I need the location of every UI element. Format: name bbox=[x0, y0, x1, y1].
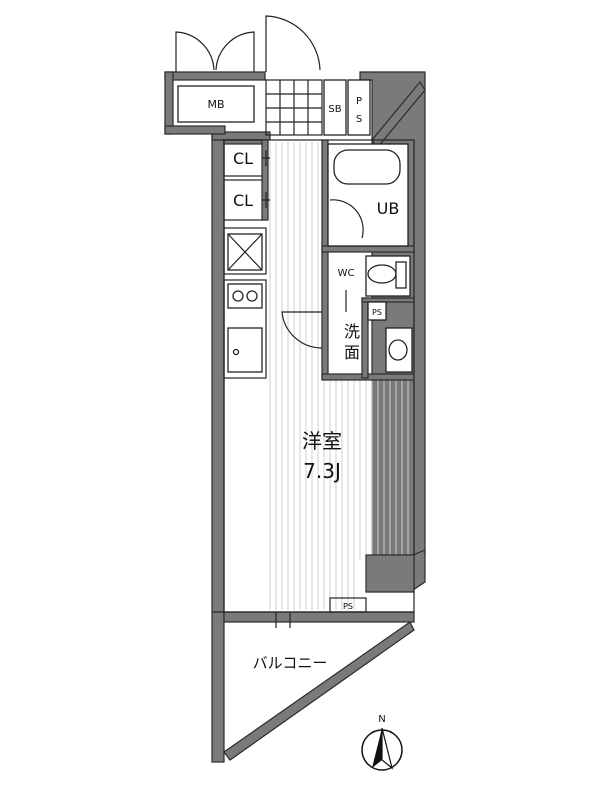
unit-bath-label: UB bbox=[377, 199, 400, 218]
pipe-space-small-2-label: PS bbox=[343, 602, 353, 611]
balcony-label: バルコニー bbox=[253, 654, 328, 672]
storage-boxes bbox=[177, 79, 371, 136]
north-label: N bbox=[378, 714, 385, 725]
pipe-space-p-label: P bbox=[356, 96, 362, 107]
balcony-window bbox=[275, 612, 291, 628]
room-size-label: 7.3J bbox=[303, 459, 341, 483]
closet-2-label: CL bbox=[233, 191, 253, 210]
washroom-label-2: 面 bbox=[344, 343, 360, 362]
closet-1-label: CL bbox=[233, 149, 253, 168]
meter-box-label: MB bbox=[207, 98, 224, 111]
floor-texture bbox=[269, 142, 409, 610]
western-room-label: 洋室 bbox=[302, 429, 342, 453]
exterior-walls bbox=[164, 71, 426, 763]
kitchen bbox=[227, 233, 263, 373]
washroom-label-1: 洗 bbox=[344, 322, 360, 341]
pipe-space-s-label: S bbox=[356, 114, 362, 125]
pipe-space-small-1-label: PS bbox=[372, 308, 382, 317]
compass-icon bbox=[361, 727, 403, 771]
closet-door-ticks bbox=[262, 150, 270, 208]
shoe-box-label: SB bbox=[328, 104, 341, 115]
entrance-doors bbox=[175, 15, 321, 72]
toilet-label: WC bbox=[338, 268, 355, 279]
entrance-tile-grid bbox=[265, 79, 323, 136]
interior-partitions bbox=[223, 139, 415, 613]
wet-area-fixtures bbox=[281, 143, 413, 373]
